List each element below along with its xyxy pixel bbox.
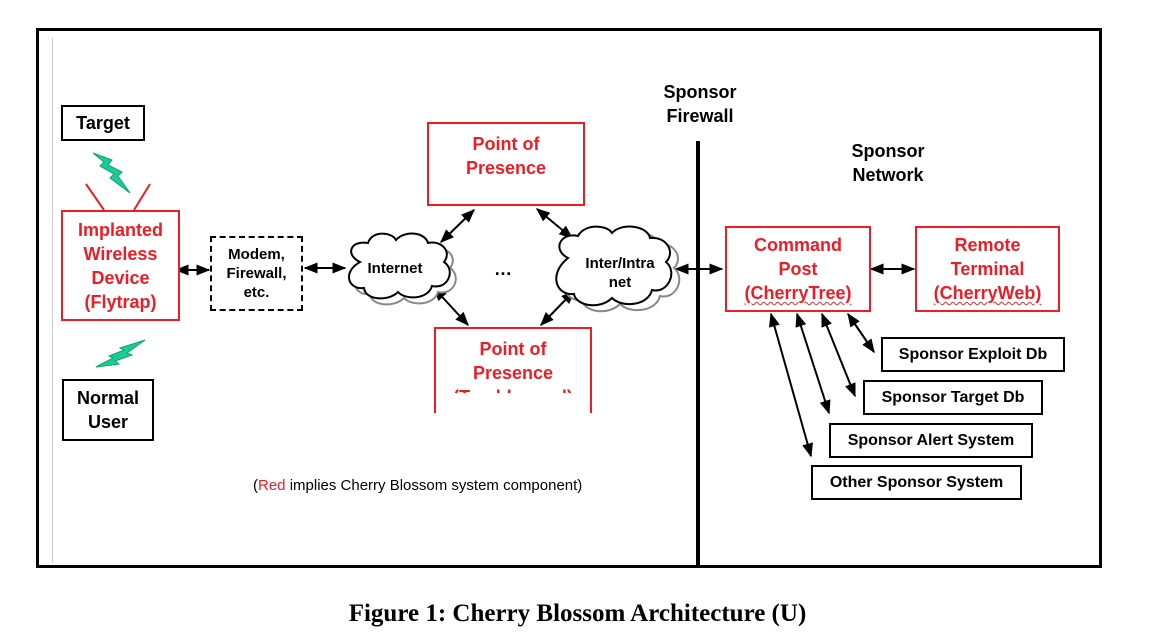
frame-inner-rule	[52, 38, 53, 563]
node-pop-top: Point of Presence	[427, 122, 585, 206]
arrow-internet-pop-top	[439, 209, 476, 243]
legend-rest: implies Cherry Blossom system component)	[285, 477, 583, 494]
command-post-line1: Command	[753, 235, 842, 255]
node-sponsor-target-db: Sponsor Target Db	[863, 380, 1043, 415]
node-other-sponsor-system: Other Sponsor System	[811, 465, 1022, 500]
lightning-bolt-icon	[95, 339, 146, 368]
legend-open-paren: (	[253, 477, 258, 494]
arrow-cp-exploit-db	[847, 312, 875, 354]
pop-bottom-title: Point of Presence	[472, 339, 554, 383]
node-normal-user: Normal User	[62, 379, 154, 441]
command-post-line3: (CherryTree)	[744, 283, 852, 303]
remote-terminal-line3: (CherryWeb)	[933, 283, 1042, 303]
arrow-cp-target-db	[821, 312, 856, 398]
sponsor-firewall-label: Sponsor Firewall	[663, 82, 737, 126]
antenna-line-left	[85, 183, 105, 211]
node-flytrap: Implanted Wireless Device (Flytrap)	[61, 210, 180, 321]
node-pop-bottom: Point of Presence (Tumbleweed)	[434, 327, 592, 413]
node-intranet-label: Inter/Intra net	[585, 255, 655, 291]
node-remote-terminal: Remote Terminal (CherryWeb)	[915, 226, 1060, 312]
sponsor-network-label: Sponsor Network	[851, 141, 925, 185]
node-target: Target	[61, 105, 145, 141]
remote-terminal-line1: Remote	[954, 235, 1021, 255]
node-sponsor-exploit-db: Sponsor Exploit Db	[881, 337, 1065, 372]
intranet-cloud-icon	[555, 225, 681, 313]
node-command-post: Command Post (CherryTree)	[725, 226, 871, 312]
lightning-bolt-icon	[92, 152, 131, 194]
arrow-cp-other-system	[769, 312, 813, 458]
figure-caption: Figure 1: Cherry Blossom Architecture (U…	[348, 600, 807, 627]
command-post-line2: Post	[778, 259, 818, 279]
node-modem-firewall: Modem, Firewall, etc.	[210, 236, 303, 311]
remote-terminal-line2: Terminal	[950, 259, 1025, 279]
arrow-intranet-pop-top	[535, 208, 574, 239]
arrow-cp-alert-system	[795, 312, 831, 415]
ellipsis-label: …	[494, 259, 512, 279]
arrow-internet-pop-bottom	[433, 286, 469, 327]
color-legend: (Red implies Cherry Blossom system compo…	[253, 477, 582, 494]
legend-red-word: Red	[258, 477, 286, 494]
node-sponsor-alert-system: Sponsor Alert System	[829, 423, 1033, 458]
internet-cloud-icon	[348, 232, 457, 306]
pop-bottom-cut-text: (Tumbleweed)	[453, 385, 573, 393]
antenna-line-right	[133, 183, 151, 211]
figure-frame	[36, 28, 1102, 568]
node-internet-label: Internet	[367, 260, 423, 277]
